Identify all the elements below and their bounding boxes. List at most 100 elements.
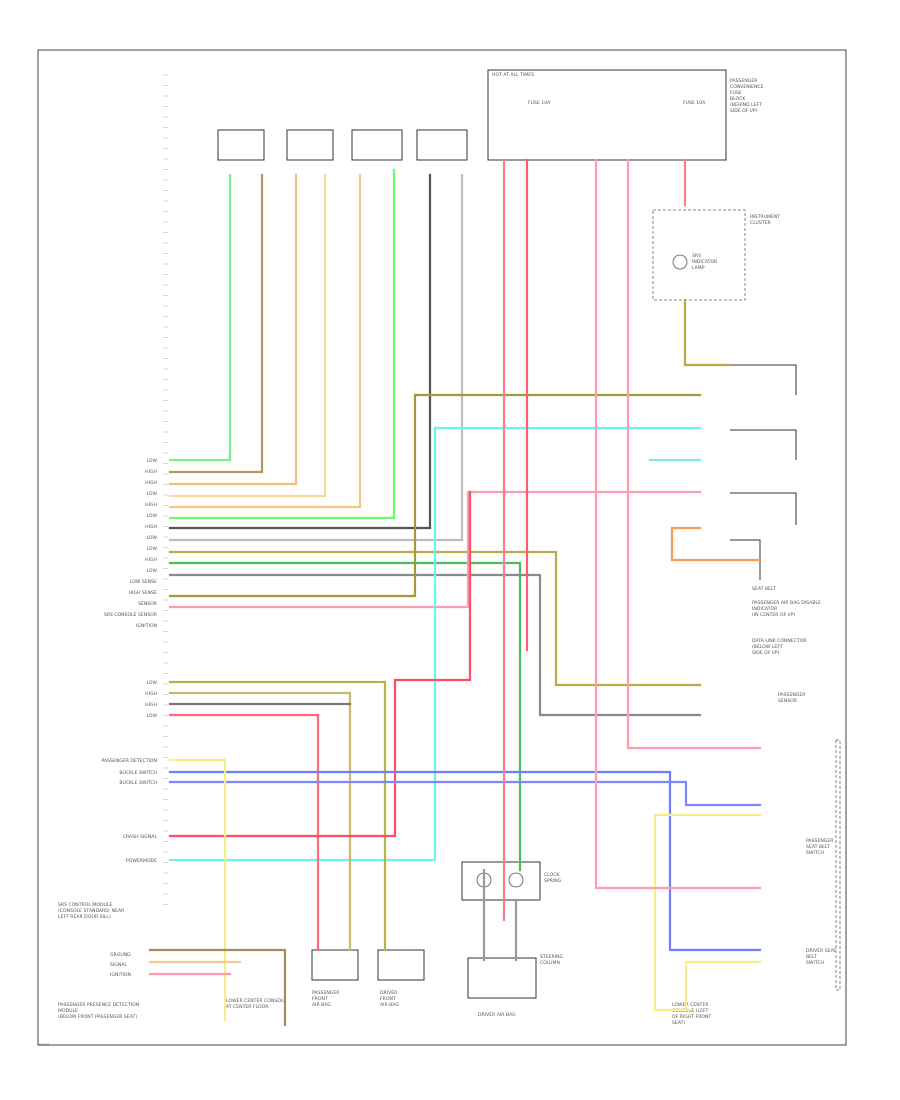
- sdm-pin-label: HIGH: [145, 524, 157, 530]
- svg-text:COLUMN: COLUMN: [540, 960, 560, 966]
- svg-text:PASSENGER: PASSENGER: [778, 692, 806, 698]
- sdm-pin-label: LOW: [146, 546, 157, 552]
- svg-text:CLUSTER: CLUSTER: [750, 220, 772, 226]
- fuse-b-label: FUSE 10A: [683, 100, 706, 106]
- sdm-pin-label: BUCKLE SWITCH: [119, 770, 157, 776]
- svg-text:INDICATOR: INDICATOR: [692, 259, 718, 265]
- sdm-pin-label: LOW: [146, 491, 157, 497]
- wire-gray-b: [168, 573, 702, 717]
- clockspring-coil-icon-2: [508, 872, 524, 888]
- sdm-pin-label: LOW: [146, 568, 157, 574]
- sdm-pin-label: LOW: [146, 680, 157, 686]
- svg-text:DRIVER SEAT: DRIVER SEAT: [806, 948, 836, 954]
- svg-text:PASSENGER: PASSENGER: [730, 78, 758, 84]
- top-connectors: [217, 129, 468, 161]
- wire-pink-long-a: [594, 158, 762, 890]
- svg-text:DRIVER AIR BAG: DRIVER AIR BAG: [478, 1012, 516, 1018]
- fuse-a-label: FUSE 10A: [528, 100, 551, 106]
- svg-text:PASSENGER: PASSENGER: [806, 838, 834, 844]
- instrument-cluster-box: [652, 209, 746, 301]
- wire-ppd-brown: [148, 948, 287, 1027]
- svg-text:SEAT BELT: SEAT BELT: [806, 844, 830, 850]
- wire-green: [168, 173, 232, 462]
- connector-passenger-sensor: [217, 129, 265, 161]
- svg-text:SWITCH: SWITCH: [806, 960, 824, 966]
- right-connector-brackets: [730, 364, 797, 580]
- svg-text:SIGNAL: SIGNAL: [110, 962, 127, 968]
- wires: [148, 158, 762, 1027]
- wire-yellow-b: [653, 813, 762, 1012]
- sdm-pin-label: HIGH SENSE: [129, 590, 157, 596]
- svg-text:LAMP: LAMP: [692, 265, 705, 271]
- svg-text:(CONSOLE STANDARD, NEAR: (CONSOLE STANDARD, NEAR: [58, 908, 125, 914]
- wire-cyan: [168, 426, 702, 862]
- svg-text:(BELOW LEFT: (BELOW LEFT: [752, 644, 783, 650]
- svg-text:CLOCK: CLOCK: [544, 872, 560, 878]
- driver-airbag-box: [467, 957, 537, 999]
- sdm-pin-label: LOW SENSE: [130, 579, 157, 585]
- svg-text:SRS CONTROL MODULE: SRS CONTROL MODULE: [58, 902, 112, 908]
- wire-blue: [168, 770, 762, 952]
- wire-cluster-olive: [683, 298, 732, 367]
- sdm-pin-label: POWERMODE: [126, 858, 157, 864]
- sdm-pin-label: LOW: [146, 513, 157, 519]
- svg-text:BELT: BELT: [806, 954, 817, 960]
- ip-fuse-block-title: HOT AT ALL TIMES: [492, 72, 534, 78]
- sdm-pin-labels-middle: LOW HIGH HIGH LOW: [145, 680, 157, 719]
- svg-text:LEFT REAR DOOR SILL): LEFT REAR DOOR SILL): [58, 914, 111, 920]
- svg-text:SPRING: SPRING: [544, 878, 562, 884]
- svg-text:CONVENIENCE: CONVENIENCE: [730, 84, 764, 90]
- driver-front-airbag-box: [377, 949, 425, 981]
- svg-text:PASSENGER AIR BAG DISABLE: PASSENGER AIR BAG DISABLE: [752, 600, 821, 606]
- diagram-corner-code: WM00: [38, 1043, 50, 1047]
- svg-text:STEERING: STEERING: [540, 954, 564, 960]
- srs-indicator-lamp-icon: [672, 254, 688, 270]
- svg-text:LOWER CENTER CONSOLE: LOWER CENTER CONSOLE: [226, 998, 286, 1004]
- svg-text:FUSE: FUSE: [730, 90, 742, 96]
- svg-text:(BELOW FRONT PASSENGER SEAT): (BELOW FRONT PASSENGER SEAT): [58, 1014, 137, 1020]
- svg-text:PASSENGER: PASSENGER: [312, 990, 340, 996]
- svg-text:OF RIGHT FRONT: OF RIGHT FRONT: [672, 1014, 711, 1020]
- svg-text:(BEHIND LEFT: (BEHIND LEFT: [730, 102, 762, 108]
- wire-orange-bottom: [670, 526, 762, 562]
- svg-text:IGNITION: IGNITION: [110, 972, 131, 978]
- wire-red: [168, 713, 320, 952]
- wire-yellow-black: [168, 173, 327, 498]
- sdm-pin-label: LOW: [146, 458, 157, 464]
- svg-text:SIDE OF I/P): SIDE OF I/P): [730, 108, 758, 114]
- wire-dk-green: [168, 561, 522, 872]
- svg-text:SEAT): SEAT): [672, 1020, 685, 1026]
- ip-fuse-block: [487, 69, 727, 161]
- wire-olive-b: [168, 393, 702, 598]
- sdm-pin-labels-upper: LOWHIGHHIGHLOWHIGHLOWHIGHLOWLOWHIGHLOWLO…: [104, 458, 158, 629]
- svg-text:LOWER CENTER: LOWER CENTER: [672, 1002, 709, 1008]
- svg-text:FRONT: FRONT: [312, 996, 328, 1002]
- svg-text:DATA LINK CONNECTOR: DATA LINK CONNECTOR: [752, 638, 807, 644]
- sdm-pin-label: HIGH: [145, 557, 157, 563]
- sdm-pin-label: SENSOR: [138, 601, 158, 607]
- wire-gray: [168, 173, 464, 542]
- svg-text:AIR BAG: AIR BAG: [380, 1002, 399, 1008]
- wire-black: [168, 173, 432, 530]
- connector-passenger-pretensioner: [351, 129, 403, 161]
- connector-driver-pretensioner: [416, 129, 468, 161]
- left-pin-ruler: [163, 74, 168, 905]
- svg-text:PASSENGER PRESENCE DETECTION: PASSENGER PRESENCE DETECTION: [58, 1002, 139, 1008]
- sdm-pin-label: HIGH: [145, 691, 157, 697]
- sdm-pin-label: BUCKLE SWITCH: [119, 780, 157, 786]
- sdm-pin-label: LOW: [146, 713, 157, 719]
- wire-pink: [168, 490, 702, 609]
- sdm-pin-label: HIGH: [145, 469, 157, 475]
- svg-text:SWITCH: SWITCH: [806, 850, 824, 856]
- wire-brown: [168, 173, 264, 474]
- wire-red-b: [168, 490, 472, 838]
- sdm-pin-label: HIGH: [145, 502, 157, 508]
- svg-text:(IN CENTER OF I/P): (IN CENTER OF I/P): [752, 612, 795, 618]
- wire-olive-d: [168, 691, 352, 952]
- connector-driver-sensor: [286, 129, 334, 161]
- svg-text:GROUND: GROUND: [110, 952, 131, 958]
- wire-orange-a: [168, 173, 298, 486]
- sdm-pin-label: HIGH: [145, 702, 157, 708]
